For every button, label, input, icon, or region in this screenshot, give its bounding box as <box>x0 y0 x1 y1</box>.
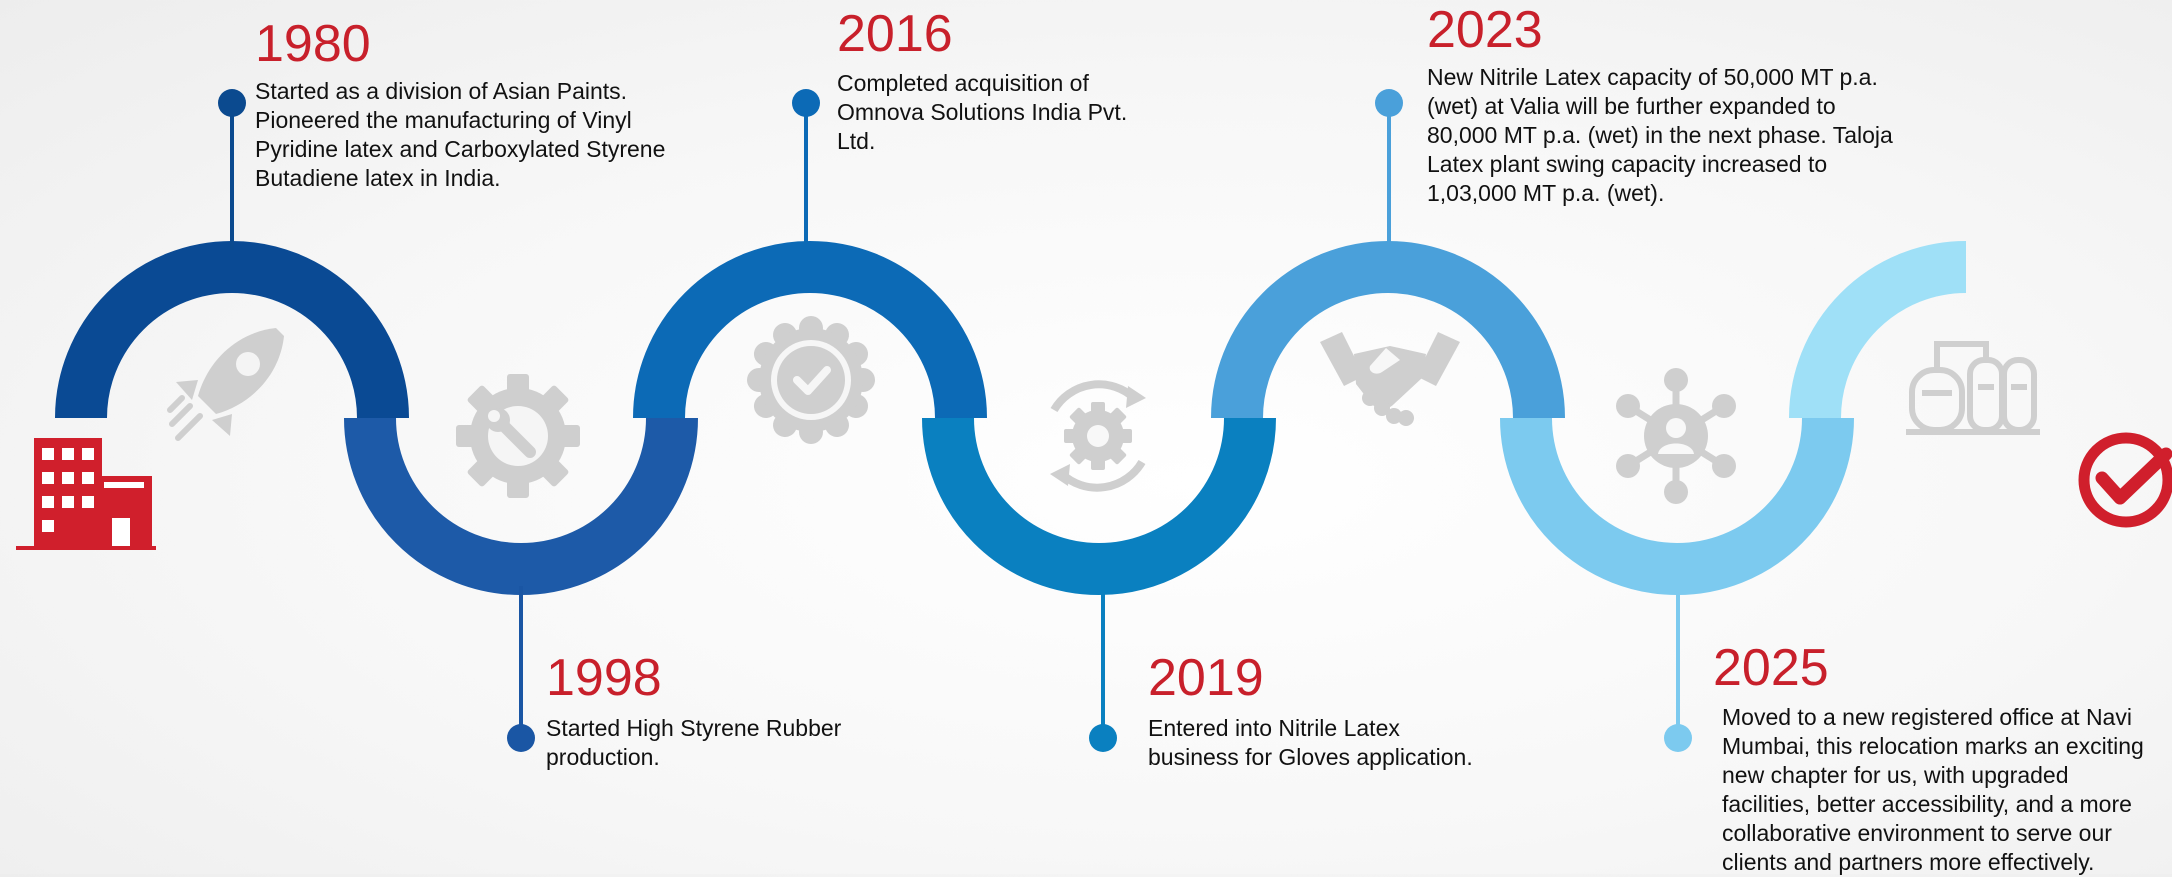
milestone-description: Started High Styrene Rubber production. <box>546 715 842 770</box>
milestone-year: 2016 <box>837 5 953 63</box>
network-person-icon <box>1616 368 1736 504</box>
milestone-description: Moved to a new registered office at Navi… <box>1722 704 2144 875</box>
factory-tanks-icon <box>1906 341 2040 435</box>
milestone-year: 2019 <box>1148 649 1264 707</box>
handshake-icon <box>1320 332 1460 426</box>
milestone-description: Started as a division of Asian Paints. P… <box>255 78 666 191</box>
wave-arc-upper <box>1211 241 1565 419</box>
wave-arc-upper <box>633 241 987 419</box>
milestone-year: 1998 <box>546 649 662 707</box>
milestone-dot <box>507 724 535 752</box>
cycle-gear-icon <box>1050 380 1146 492</box>
milestone-year: 1980 <box>255 15 371 73</box>
wave-arc-lower <box>344 417 698 595</box>
milestone-year: 2025 <box>1713 639 1829 697</box>
milestone-dot <box>1089 724 1117 752</box>
milestone-description: Completed acquisition of Omnova Solution… <box>837 70 1128 154</box>
rocket-icon <box>167 328 284 441</box>
checkmark-circle-icon <box>2078 432 2172 528</box>
gear-wrench-icon <box>456 374 580 498</box>
wave-arc-lower <box>1500 417 1854 595</box>
milestone-description: New Nitrile Latex capacity of 50,000 MT … <box>1427 64 1893 206</box>
wave-arc-lower <box>922 417 1276 595</box>
milestone-description: Entered into Nitrile Latex business for … <box>1148 715 1473 770</box>
building-icon <box>16 438 156 550</box>
wave-arc-final <box>1789 241 1967 419</box>
milestone-dot <box>218 89 246 117</box>
milestone-dot <box>1375 89 1403 117</box>
milestone-dot <box>792 89 820 117</box>
milestone-year: 2023 <box>1427 1 1543 59</box>
badge-check-icon <box>747 316 875 444</box>
wave-arc-upper <box>55 241 409 419</box>
milestone-dot <box>1664 724 1692 752</box>
